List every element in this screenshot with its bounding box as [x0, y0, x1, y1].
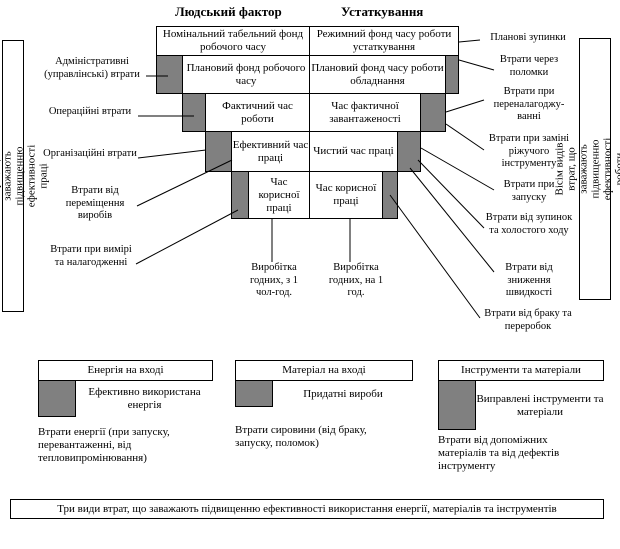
material-loss-bar [235, 380, 273, 407]
actual-load-time: Час фактичної завантаженості [309, 93, 421, 132]
loss-organizational: Організаційні втрати [43, 148, 137, 159]
human-factor-header: Людський фактор [175, 4, 282, 19]
footer-caption: Три види втрат, що заважають підвищенню … [10, 499, 604, 519]
loss-administrative: Адміністративні (управлінські) втрати [44, 56, 140, 80]
planned-work-time-fund: Плановий фонд робочого часу [182, 55, 310, 94]
energy-panel: Енергія на вході Ефективно використана е… [38, 360, 213, 417]
right-side-label: Вісім видів втрат, що заважають підвищен… [553, 38, 620, 300]
row2-right-loss-bar [445, 55, 459, 94]
planned-equipment-time-fund: Плановий фонд часу роботи обладнання [309, 55, 446, 94]
net-work-time: Чистий час праці [309, 131, 398, 172]
energy-loss-bar [38, 380, 76, 417]
energy-effective: Ефективно використана енергія [75, 380, 213, 417]
loss-operational: Операційні втрати [48, 106, 132, 117]
tools-corrected: Виправлені інструменти та матеріали [475, 380, 604, 430]
energy-loss-text: Втрати енергії (при запуску, перевантаже… [38, 426, 170, 464]
loss-planned-stops: Планові зупинки [490, 32, 566, 43]
loss-defects-rework: Втрати від браку та переробок [484, 308, 572, 332]
material-panel: Матеріал на вході Придатні вироби [235, 360, 413, 407]
row4-left-loss-bar [205, 131, 232, 172]
tools-panel-title: Інструменти та матеріали [439, 361, 603, 381]
tools-panel: Інструменти та матеріали Виправлені інст… [438, 360, 604, 430]
energy-panel-title: Енергія на вході [39, 361, 212, 381]
effective-work-time: Ефективний час праці [231, 131, 310, 172]
loss-cutting-tool-change: Втрати при заміні ріжучого інструменту [488, 133, 570, 169]
material-good-products: Придатні вироби [272, 380, 413, 407]
row4-right-loss-bar [397, 131, 421, 172]
equipment-header: Устаткування [341, 4, 424, 19]
output-per-hour: Виробітка годних, на 1 год. [328, 262, 384, 298]
loss-speed-reduction: Втрати від зниження швидкості [505, 262, 553, 298]
loss-startup: Втрати при запуску [503, 179, 555, 203]
loss-breakdowns: Втрати через поломки [499, 54, 559, 78]
loss-product-movement: Втрати від переміщення виробів [65, 185, 125, 221]
equipment-regime-time-fund: Режимний фонд часу роботи устаткування [309, 26, 459, 56]
tools-loss-text: Втрати від допоміжних матеріалів та від … [438, 434, 560, 472]
nominal-work-time-fund: Номінальний табельний фонд робочого часу [156, 26, 310, 56]
row3-right-loss-bar [420, 93, 446, 132]
output-per-man-hour: Виробітка годних, з 1 чол-год. [249, 262, 299, 298]
tools-loss-bar [438, 380, 476, 430]
left-side-label: П'ять видів втрат, що заважають підвищен… [0, 40, 49, 312]
material-loss-text: Втрати сировини (від браку, запуску, пол… [235, 424, 367, 449]
useful-work-time-right: Час корисної праці [309, 171, 383, 219]
actual-work-time: Фактичний час роботи [205, 93, 310, 132]
loss-stops-idle: Втрати від зупинок та холостого ходу [485, 212, 573, 236]
useful-work-time-left: Час корисної праці [248, 171, 310, 219]
loss-measurement-setup: Втрати при вимірі та налагодженні [50, 244, 132, 268]
material-panel-title: Матеріал на вході [236, 361, 412, 381]
loss-changeover: Втрати при переналагоджу-ванні [493, 86, 565, 122]
